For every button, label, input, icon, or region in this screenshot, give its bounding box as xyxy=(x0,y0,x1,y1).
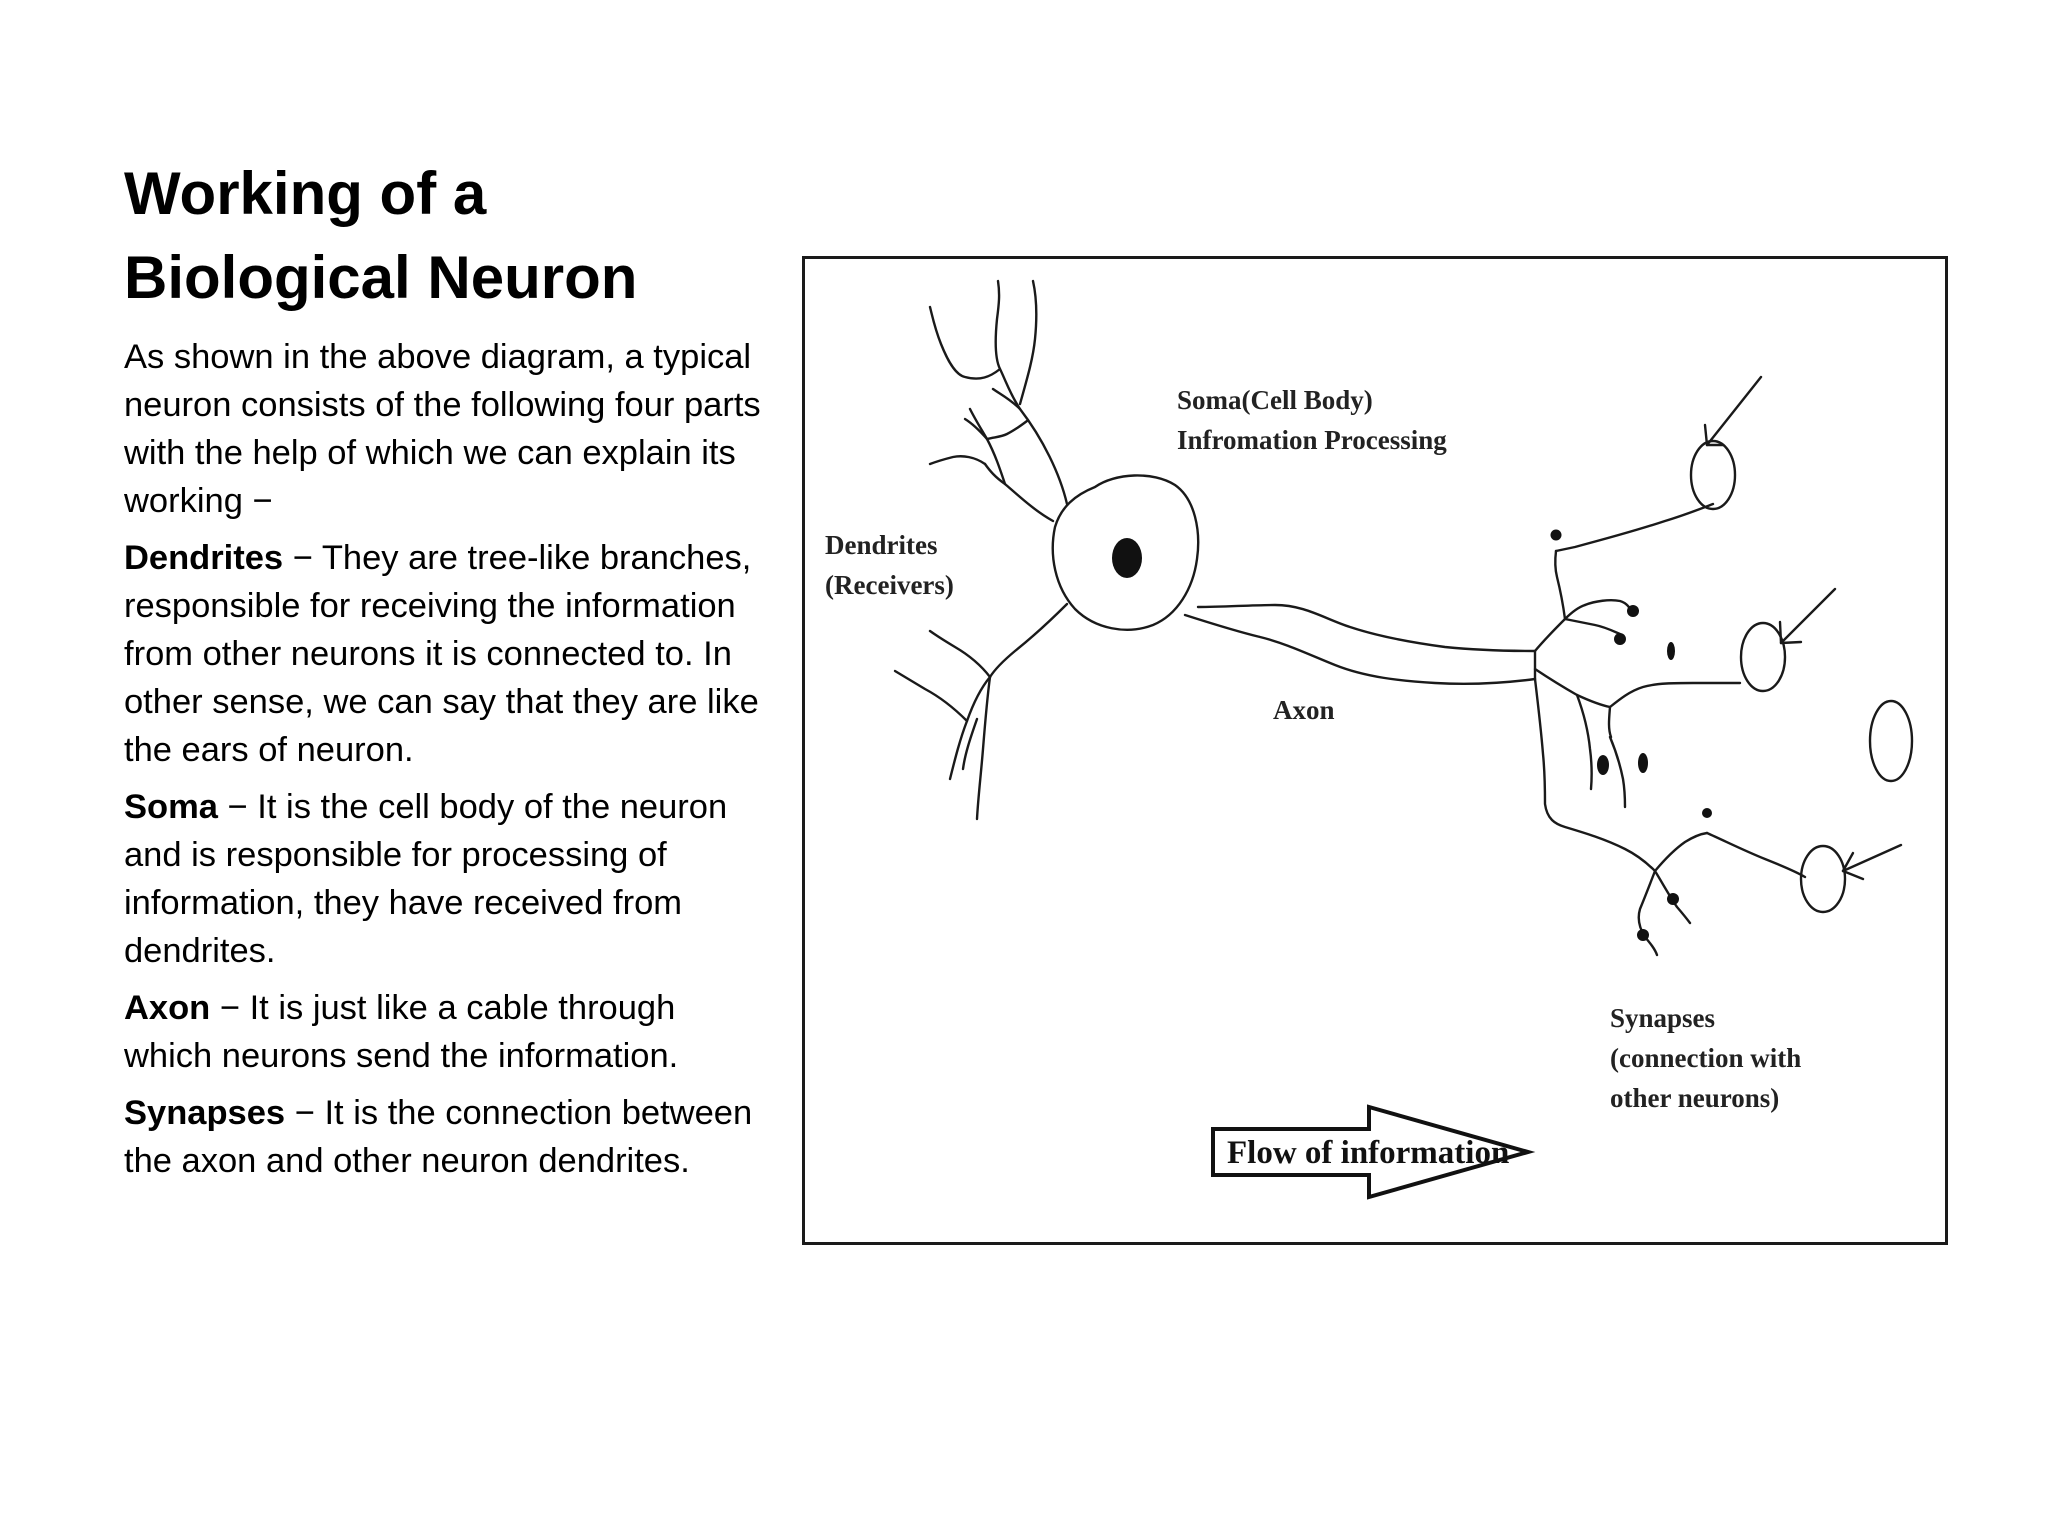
synapses-label-line-3: other neurons) xyxy=(1610,1083,1779,1113)
flow-arrow-label: Flow of information xyxy=(1227,1135,1509,1171)
flow-arrow: Flow of information xyxy=(1211,1104,1536,1200)
part-soma: Soma − It is the cell body of the neuron… xyxy=(124,788,728,970)
incoming-arrows xyxy=(1703,375,1903,881)
soma-label-line-1: Soma(Cell Body) xyxy=(1177,385,1373,415)
neuron-diagram: Soma(Cell Body) Infromation Processing D… xyxy=(802,256,1948,1245)
part-synapses: Synapses − It is the connection between … xyxy=(124,1094,753,1180)
synaptic-knobs xyxy=(1550,529,1712,941)
nucleus xyxy=(1112,538,1142,578)
body-text: As shown in the above diagram, a typical… xyxy=(124,333,769,1194)
other-neurons xyxy=(1689,439,1914,914)
part-description: It is the connection between the axon an… xyxy=(124,1094,753,1180)
part-term: Synapses xyxy=(124,1094,286,1132)
part-term: Axon xyxy=(124,989,211,1027)
part-dendrites: Dendrites − They are tree-like branches,… xyxy=(124,539,759,769)
synapses-label-line-1: Synapses xyxy=(1610,1003,1715,1033)
slide-title: Working of a Biological Neuron xyxy=(124,152,764,320)
neuron-diagram-svg: Soma(Cell Body) Infromation Processing D… xyxy=(825,279,1914,1200)
synapses-label-line-2: (connection with xyxy=(1610,1043,1801,1073)
soma-label-line-2: Infromation Processing xyxy=(1177,425,1447,455)
part-term: Dendrites xyxy=(124,539,284,577)
part-axon: Axon − It is just like a cable through w… xyxy=(124,989,679,1075)
part-description: It is just like a cable through which ne… xyxy=(124,989,679,1075)
part-term: Soma xyxy=(124,788,218,826)
title-line-1: Working of a xyxy=(124,160,487,227)
dendrites-branches xyxy=(893,279,1069,821)
axon-terminals xyxy=(1533,502,1807,957)
soma-cell-body xyxy=(1051,474,1200,631)
axon-label: Axon xyxy=(1273,695,1335,725)
dendrites-label-line-1: Dendrites xyxy=(825,530,937,560)
part-description: They are tree-like branches, responsible… xyxy=(124,539,759,769)
intro-paragraph: As shown in the above diagram, a typical… xyxy=(124,338,761,520)
part-description: It is the cell body of the neuron and is… xyxy=(124,788,728,970)
axon xyxy=(1183,603,1537,685)
dendrites-label-line-2: (Receivers) xyxy=(825,570,954,600)
title-line-2: Biological Neuron xyxy=(124,244,638,311)
